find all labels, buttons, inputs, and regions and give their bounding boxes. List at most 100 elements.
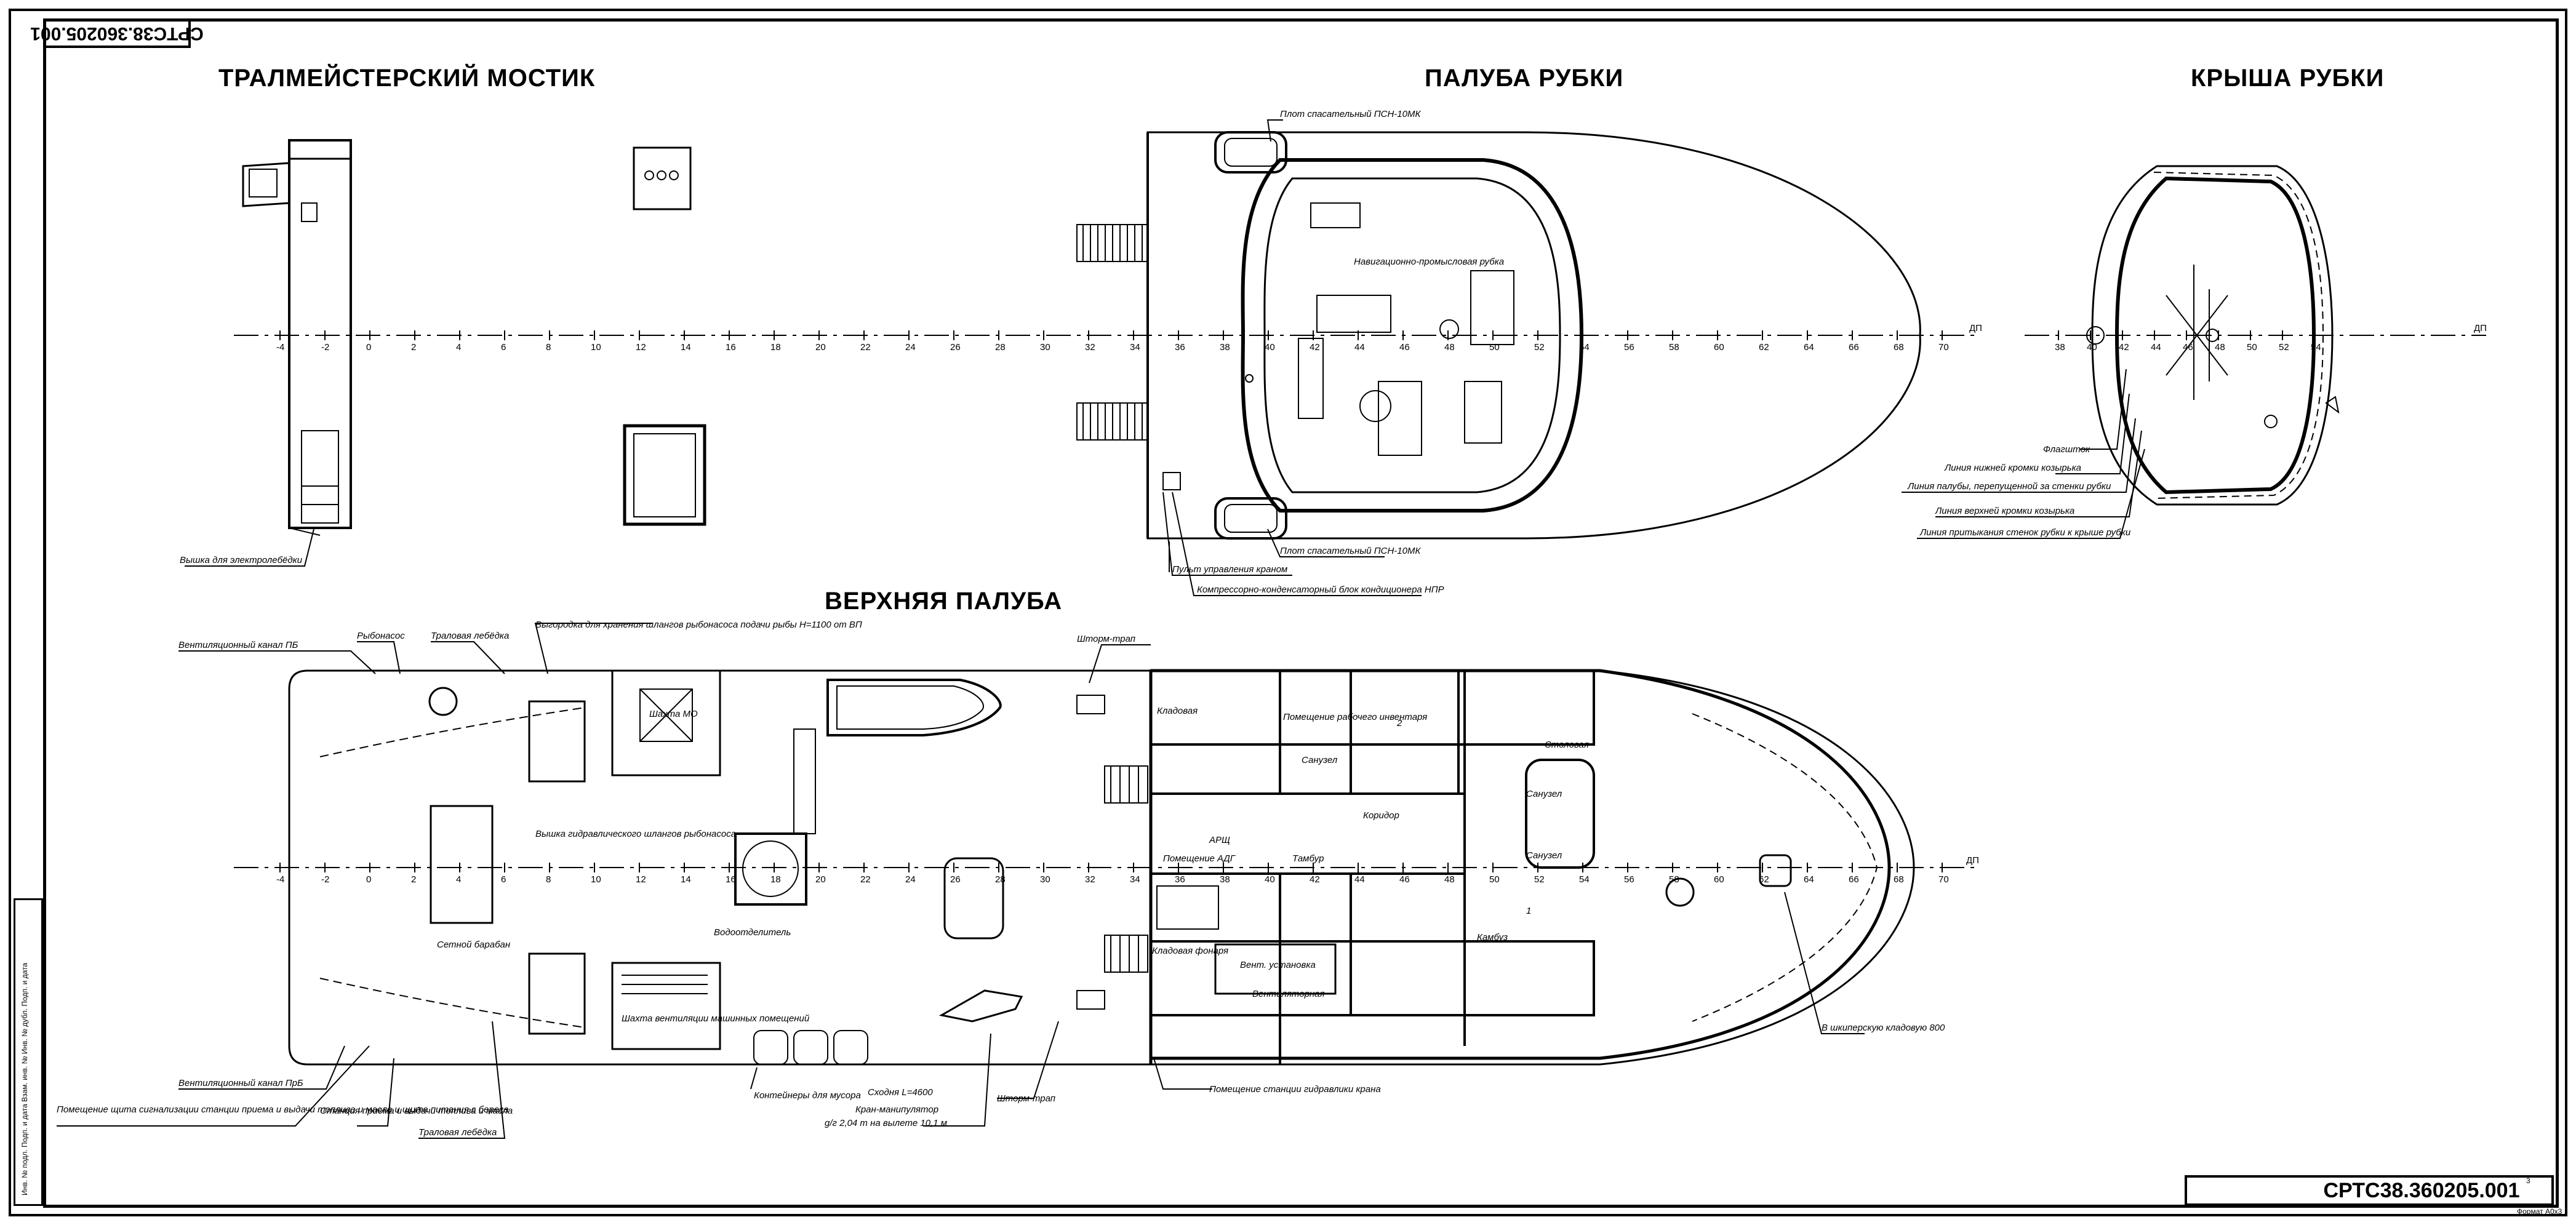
frame-number: -2 bbox=[321, 342, 329, 353]
frame-number: 36 bbox=[1175, 342, 1185, 353]
frame-number: 46 bbox=[2183, 342, 2193, 353]
title-upper-deck: ВЕРХНЯЯ ПАЛУБА bbox=[825, 588, 1063, 615]
callout-trawl-winch-top: Траловая лебёдка bbox=[431, 631, 509, 641]
drawing-frame bbox=[43, 18, 2559, 1208]
frame-number: 28 bbox=[995, 874, 1006, 885]
callout-crane-spec: g/г 2,04 т на вылете 10,1 м bbox=[825, 1118, 947, 1128]
frame-number: 30 bbox=[1040, 342, 1050, 353]
callout-containers: Контейнеры для мусора bbox=[754, 1090, 861, 1101]
frame-number: 38 bbox=[2055, 342, 2065, 353]
label-engine-hatch: Шахта МО bbox=[649, 709, 698, 719]
frame-number: 56 bbox=[1624, 874, 1634, 885]
frame-number: 32 bbox=[1085, 874, 1095, 885]
room-wc-2: Санузел bbox=[1526, 789, 1562, 799]
callout-vent-ss: Вентиляционный канал ПрБ bbox=[178, 1078, 303, 1088]
frame-number: -4 bbox=[276, 342, 284, 353]
frame-number: 14 bbox=[681, 342, 691, 353]
frame-number: 68 bbox=[1894, 874, 1904, 885]
room-storage: Кладовая bbox=[1157, 706, 1198, 716]
frame-number: 50 bbox=[2247, 342, 2257, 353]
frame-number: 54 bbox=[1579, 874, 1590, 885]
frame-number: 20 bbox=[815, 874, 826, 885]
frame-number: 32 bbox=[1085, 342, 1095, 353]
sheet-format: Формат А0х3 bbox=[2517, 1207, 2562, 1216]
room-galley: Камбуз bbox=[1477, 932, 1508, 943]
frame-number: 46 bbox=[1399, 874, 1410, 885]
callout-bridge-tower: Вышка для электролебёдки bbox=[180, 555, 303, 565]
frame-number: 44 bbox=[1354, 342, 1365, 353]
callout-liferaft-bottom: Плот спасательный ПСН-10МК bbox=[1280, 546, 1421, 556]
frame-number: 58 bbox=[1669, 874, 1679, 885]
callout-liferaft-top: Плот спасательный ПСН-10МК bbox=[1280, 109, 1421, 119]
frame-number: 48 bbox=[1444, 874, 1455, 885]
frame-number: 10 bbox=[591, 874, 601, 885]
callout-trawl-winch-bottom: Траловая лебёдка bbox=[418, 1127, 497, 1138]
frame-number: 52 bbox=[1534, 874, 1545, 885]
frame-number: 12 bbox=[636, 342, 646, 353]
room-vent-unit: Вент. установка bbox=[1240, 960, 1316, 970]
callout-gangway-bottom: Шторм-трап bbox=[997, 1093, 1055, 1104]
frame-number: 48 bbox=[2215, 342, 2225, 353]
frame-number: 48 bbox=[1444, 342, 1455, 353]
frame-number: 50 bbox=[1489, 874, 1500, 885]
frame-number: 24 bbox=[905, 342, 916, 353]
frame-number: 2 bbox=[411, 342, 416, 353]
centerline-label-roof: ДП bbox=[2474, 323, 2487, 333]
frame-number: 38 bbox=[1220, 874, 1230, 885]
frame-number: 46 bbox=[1399, 342, 1410, 353]
wheelhouse-roof-view bbox=[1902, 165, 2340, 539]
callout-ladder: Сходня L=4600 bbox=[868, 1087, 933, 1098]
callout-crane-control: Пульт управления краном bbox=[1172, 564, 1287, 575]
frame-number: 18 bbox=[770, 874, 781, 885]
centerline-label-deck: ДП bbox=[1969, 323, 1982, 333]
drawing-code: СРТС38.360205.001 bbox=[2323, 1178, 2520, 1202]
callout-ac-unit: Компрессорно-конденсаторный блок кондици… bbox=[1197, 585, 1444, 595]
callout-fuel-station-2: Станция приема и выдачи топлива и масла bbox=[320, 1106, 513, 1116]
frame-number: 60 bbox=[1714, 874, 1724, 885]
frame-number: 38 bbox=[1220, 342, 1230, 353]
frame-number: 66 bbox=[1849, 874, 1859, 885]
frame-number: 44 bbox=[2151, 342, 2161, 353]
frame-number: 0 bbox=[366, 874, 371, 885]
callout-flag: Флагшток bbox=[2043, 444, 2090, 455]
frame-number: 42 bbox=[2119, 342, 2129, 353]
label-hydraulic-tower: Вышка гидравлического шлангов рыбонасоса bbox=[535, 829, 736, 839]
frame-number: 4 bbox=[456, 342, 461, 353]
room-wc-1: Санузел bbox=[1302, 755, 1338, 765]
frame-number: 54 bbox=[2311, 342, 2321, 353]
room-arsh: АРЩ bbox=[1209, 835, 1230, 845]
frame-number: 20 bbox=[815, 342, 826, 353]
frame-number: 50 bbox=[1489, 342, 1500, 353]
frame-number: 36 bbox=[1175, 874, 1185, 885]
frame-number: 52 bbox=[2279, 342, 2289, 353]
frame-number: 62 bbox=[1759, 342, 1769, 353]
frame-number: 42 bbox=[1310, 342, 1320, 353]
sheet-number: 3 bbox=[2526, 1176, 2530, 1185]
frame-number: 26 bbox=[950, 874, 961, 885]
callout-crane: Кран-манипулятор bbox=[855, 1104, 938, 1115]
frame-number: 58 bbox=[1669, 342, 1679, 353]
frame-number: 8 bbox=[546, 874, 551, 885]
frame-number: 24 bbox=[905, 874, 916, 885]
title-block bbox=[2185, 1175, 2554, 1206]
label-vent-shaft: Шахта вентиляции машинных помещений bbox=[622, 1013, 810, 1024]
frame-number: 54 bbox=[1579, 342, 1590, 353]
callout-anchor: В шкиперскую кладовую 800 bbox=[1822, 1023, 1945, 1033]
centerline-label-upper: ДП bbox=[1966, 855, 1979, 866]
frame-number: 4 bbox=[456, 874, 461, 885]
frame-number: 28 bbox=[995, 342, 1006, 353]
room-engine-store: Помещение рабочего инвентаря bbox=[1283, 712, 1427, 722]
frame-number: 66 bbox=[1849, 342, 1859, 353]
frame-number: 68 bbox=[1894, 342, 1904, 353]
frame-number: 34 bbox=[1130, 874, 1140, 885]
room-wc-3: Санузел bbox=[1526, 850, 1562, 861]
frame-number: 16 bbox=[726, 874, 736, 885]
callout-fish-pump: Рыбонасос bbox=[357, 631, 405, 641]
title-trawl-bridge: ТРАЛМЕЙСТЕРСКИЙ МОСТИК bbox=[218, 65, 596, 92]
frame-number: 10 bbox=[591, 342, 601, 353]
frame-number: 64 bbox=[1804, 874, 1814, 885]
wheelhouse-deck-view bbox=[1076, 119, 1921, 596]
callout-hydraulic-room: Помещение станции гидравлики крана bbox=[1209, 1084, 1381, 1095]
